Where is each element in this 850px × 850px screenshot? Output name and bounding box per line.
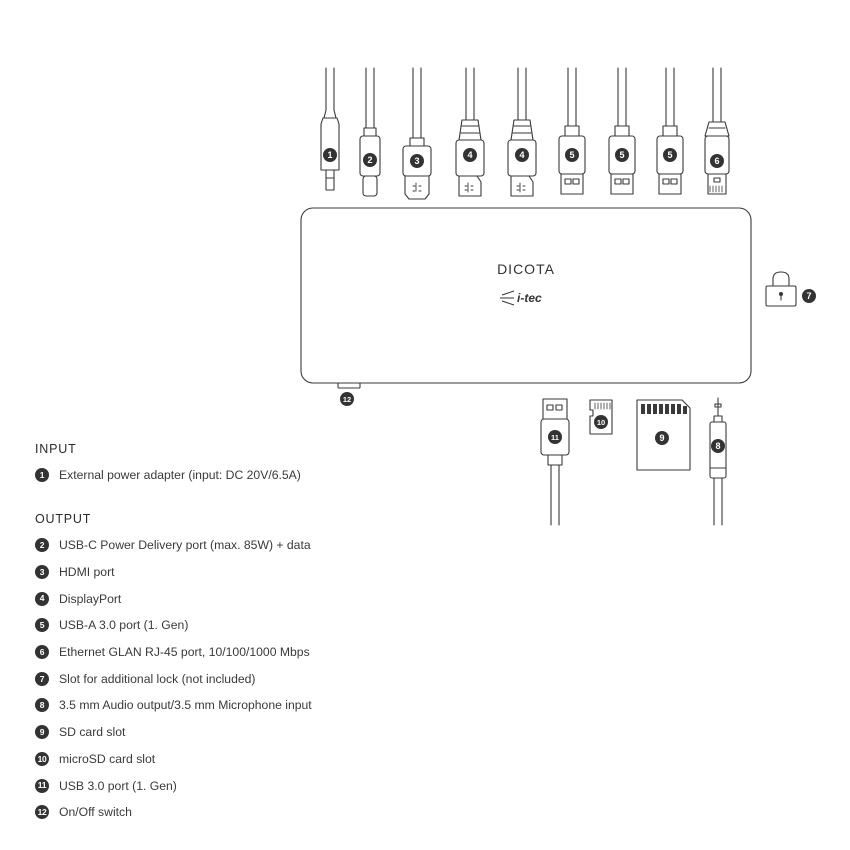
legend-item-label: HDMI port [59,565,115,580]
legend-item-11: 11 USB 3.0 port (1. Gen) [35,772,312,799]
legend-item-label: 3.5 mm Audio output/3.5 mm Microphone in… [59,698,312,713]
legend-item-12: 12 On/Off switch [35,799,312,826]
legend-item-2: 2 USB-C Power Delivery port (max. 85W) + … [35,532,312,559]
legend-number-badge: 6 [35,645,49,660]
callout-badge: 5 [663,148,677,162]
rj45-plug-icon [704,67,730,195]
legend-number-badge: 2 [35,538,49,553]
legend-number-badge: 10 [35,751,49,766]
callout-badge: 2 [363,153,377,167]
legend-item-label: DisplayPort [59,591,122,606]
callout-badge: 1 [323,148,337,162]
brand-itec-logo: i-tec [517,291,542,305]
svg-text:4: 4 [467,150,472,160]
svg-text:5: 5 [667,150,672,160]
lock-icon [765,271,797,307]
svg-text:9: 9 [659,433,664,443]
svg-text:2: 2 [367,155,372,165]
output-heading: OUTPUT [35,512,92,526]
legend-number-badge: 4 [35,591,49,606]
callout-badge: 5 [615,148,629,162]
legend-item-label: Slot for additional lock (not included) [59,671,256,686]
callout-badge: 9 [655,431,669,445]
audio-jack-plug-icon [709,397,727,526]
svg-text:7: 7 [806,291,811,301]
usb-a-plug-icon [558,67,586,195]
legend-item-8: 8 3.5 mm Audio output/3.5 mm Microphone i… [35,692,312,719]
svg-text:8: 8 [715,441,720,451]
legend-item-label: SD card slot [59,725,126,740]
legend-item-label: USB-A 3.0 port (1. Gen) [59,618,189,633]
legend-item-label: On/Off switch [59,805,132,820]
legend-item-3: 3 HDMI port [35,559,312,586]
svg-text:12: 12 [343,395,351,404]
brand-dicota-logo: DICOTA [497,261,555,277]
usb-a-plug-icon [608,67,636,195]
svg-text:1: 1 [327,150,332,160]
power-switch[interactable] [337,382,361,389]
legend-number-badge: 11 [35,778,49,793]
callout-badge: 5 [565,148,579,162]
legend-item-label: microSD card slot [59,751,156,766]
callout-badge: 4 [463,148,477,162]
legend-item-1: 1 External power adapter (input: DC 20V/… [35,462,301,489]
legend-item-4: 4 DisplayPort [35,585,312,612]
callout-badge: 4 [515,148,529,162]
usb-a-plug-icon [656,67,684,195]
legend-item-label: Ethernet GLAN RJ-45 port, 10/100/1000 Mb… [59,645,310,660]
legend-item-5: 5 USB-A 3.0 port (1. Gen) [35,612,312,639]
svg-text:10: 10 [597,418,605,427]
hdmi-plug-icon [402,67,432,200]
callout-badge: 10 [594,415,608,429]
svg-text:5: 5 [619,150,624,160]
callout-badge: 8 [711,439,725,453]
sd-card-icon [636,399,691,471]
legend-item-7: 7 Slot for additional lock (not included) [35,665,312,692]
displayport-plug-icon [507,67,537,197]
usb-a-plug-icon [540,398,570,526]
legend-item-label: External power adapter (input: DC 20V/6.… [59,468,301,483]
callout-badge: 6 [710,154,724,168]
legend-item-label: USB 3.0 port (1. Gen) [59,778,177,793]
svg-text:6: 6 [714,156,719,166]
legend-number-badge: 3 [35,565,49,580]
legend-number-badge: 7 [35,671,49,686]
callout-badge: 7 [802,289,816,303]
legend-number-badge: 5 [35,618,49,633]
legend-number-badge: 9 [35,725,49,740]
legend-number-badge: 1 [35,468,49,483]
svg-text:11: 11 [551,433,559,442]
svg-text:3: 3 [414,156,419,166]
dock-body [300,207,752,384]
callout-badge: 3 [410,154,424,168]
microsd-card-icon [589,399,613,435]
legend-number-badge: 12 [35,805,49,820]
legend-item-6: 6 Ethernet GLAN RJ-45 port, 10/100/1000 M… [35,639,312,666]
legend-number-badge: 8 [35,698,49,713]
legend-item-10: 10 microSD card slot [35,746,312,773]
legend-item-label: USB-C Power Delivery port (max. 85W) + d… [59,538,311,553]
dc-power-plug-icon [320,67,340,191]
brand-itec-logo-icon [500,290,515,306]
input-heading: INPUT [35,442,77,456]
svg-text:5: 5 [569,150,574,160]
displayport-plug-icon [455,67,485,197]
legend-item-9: 9 SD card slot [35,719,312,746]
output-legend: 2 USB-C Power Delivery port (max. 85W) + … [35,532,312,826]
callout-badge: 12 [340,392,354,406]
svg-text:4: 4 [519,150,524,160]
callout-badge: 11 [548,430,562,444]
usb-c-plug-icon [359,67,381,197]
